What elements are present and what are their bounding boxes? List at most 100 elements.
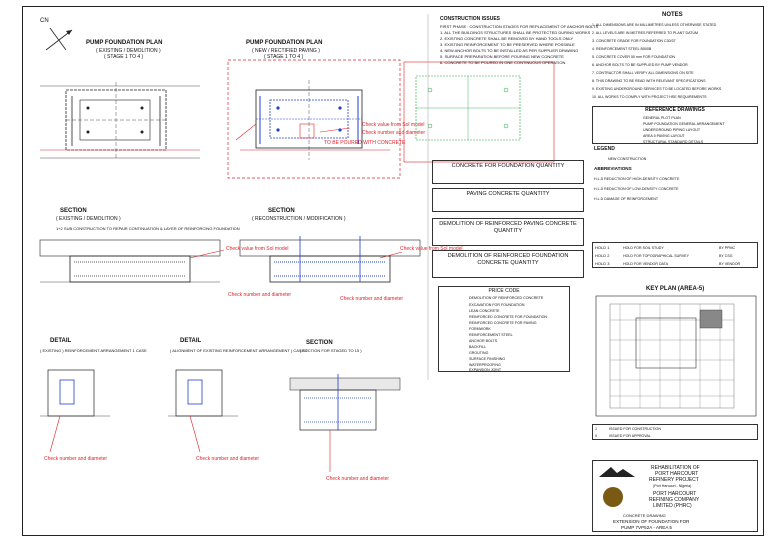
red-note-9: Check number and diameter	[196, 456, 260, 462]
left-section-drawing	[39, 239, 221, 283]
notes-line: 5. CONCRETE COVER 50 mm FOR FOUNDATION	[592, 55, 675, 59]
hold-ref: BY VENDOR	[719, 262, 741, 266]
price-code-row: ANCHOR BOLTS	[469, 339, 498, 343]
north-label: CN	[40, 18, 49, 24]
project-name-2: PORT HARCOURT	[655, 471, 699, 477]
construction-line: FIRST PHASE : CONSTRUCTION STAGES FOR RE…	[440, 24, 599, 29]
hold-ref: BY CSG	[719, 254, 733, 258]
quantity-title: PAVING CONCRETE QUANTITY	[466, 191, 550, 197]
project-location: (Port Harcourt - Nigeria)	[653, 484, 692, 488]
quantity-box-foundation: CONCRETE FOR FOUNDATION QUANTITY	[432, 160, 584, 184]
reference-row: AREA 5 PAVING LAYOUT	[643, 134, 685, 138]
detail-drawings	[40, 369, 401, 431]
reference-row: GENERAL PLOT PLAN	[643, 116, 681, 120]
notes-title: NOTES	[662, 12, 683, 18]
red-note-7: Check number and diameter	[340, 296, 404, 302]
price-code-table: PRICE CODE DEMOLITION OF REINFORCED CONC…	[438, 286, 570, 372]
red-note-2: Check number and diameter	[362, 130, 426, 136]
abbreviation-item: H.L.D REDUCTION OF LOW-DENSITY CONCRETE	[594, 187, 679, 191]
hold-text: HOLD FOR SOIL STUDY	[623, 246, 664, 250]
right-plan-title: PUMP FOUNDATION PLAN	[246, 40, 323, 46]
left-section-title: SECTION	[60, 208, 87, 214]
revision-description: ISSUED FOR APPROVAL	[609, 434, 651, 438]
notes-line: 3. CONCRETE GRADE FOR FOUNDATION C30/37	[592, 39, 676, 43]
quantity-box-paving: PAVING CONCRETE QUANTITY	[432, 188, 584, 212]
construction-line: 4. NEW ANCHOR BOLTS TO BE INSTALLED AS P…	[440, 48, 579, 53]
left-plan-drawing	[40, 82, 200, 160]
revision-number: 1	[595, 427, 597, 431]
drawing-title-1: EXTENSION OF FOUNDATION FOR	[613, 519, 690, 524]
revision-number: 0	[595, 434, 597, 438]
hold-text: HOLD FOR VENDOR DATA	[623, 262, 668, 266]
notes-line: 8. THIS DRAWING TO BE READ WITH RELEVANT…	[592, 79, 706, 83]
quantity-title: DEMOLITION OF REINFORCED FOUNDATION CONC…	[447, 253, 569, 266]
red-note-4: Check value from Sol model	[226, 246, 289, 252]
detail-3-title: SECTION	[306, 340, 333, 346]
left-plan-title: PUMP FOUNDATION PLAN	[86, 40, 163, 46]
notes-line: 7. CONTRACTOR SHALL VERIFY ALL DIMENSION…	[592, 71, 694, 75]
sheet-border	[22, 6, 764, 536]
right-plan-scale: ( STAGE 1 TO 4 )	[264, 54, 304, 60]
quantity-title: CONCRETE FOR FOUNDATION QUANTITY	[451, 163, 565, 169]
quantity-title: DEMOLITION OF REINFORCED PAVING CONCRETE…	[439, 221, 577, 234]
notes-line: 10. ALL WORKS TO COMPLY WITH PROJECT HSE…	[592, 95, 707, 99]
detail-2-title: DETAIL	[180, 338, 202, 344]
price-code-row: EXCAVATION FOR FOUNDATION	[469, 303, 525, 307]
notes-line: 2. ALL LEVELS ARE IN METRES REFERRED TO …	[592, 31, 699, 35]
abbreviation-item: H.L.D REDUCTION OF HIGH-DENSITY CONCRETE	[594, 177, 680, 181]
red-note-3: TO BE POURED WITH CONCRETE	[324, 140, 406, 146]
hold-text: HOLD FOR TOPOGRAPHICAL SURVEY	[623, 254, 689, 258]
reference-row: PUMP FOUNDATION GENERAL ARRANGEMENT	[643, 122, 725, 126]
left-plan-scale: ( STAGE 1 TO 4 )	[104, 54, 144, 60]
detail-3-note: ( SECTION FOR STAGED TO 15 )	[300, 348, 362, 353]
revision-description: ISSUED FOR CONSTRUCTION	[609, 427, 661, 431]
reference-row: STRUCTURAL STANDARD DETAILS	[643, 140, 704, 144]
legend-title: LEGEND	[594, 146, 615, 152]
red-note-5: Check number and diameter	[228, 292, 292, 298]
hold-code: HOLD 3	[595, 261, 610, 266]
reference-title: REFERENCE DRAWINGS	[645, 107, 705, 113]
legend-item: NEW CONSTRUCTION	[608, 157, 647, 161]
key-plan-drawing	[595, 295, 757, 417]
construction-line: 1. ALL THE BUILDINGS STRUCTURES SHALL BE…	[440, 30, 591, 35]
notes-line: 9. EXISTING UNDERGROUND SERVICES TO BE L…	[592, 87, 722, 91]
construction-line: 5. SURFACE PREPARATION BEFORE POURING NE…	[440, 54, 564, 59]
key-plan-title: KEY PLAN (AREA-5)	[646, 286, 705, 292]
price-code-row: GROUTING	[469, 351, 489, 355]
price-code-row: DEMOLITION OF REINFORCED CONCRETE	[469, 296, 544, 300]
construction-title: CONSTRUCTION ISSUES	[440, 16, 501, 22]
detail-1-title: DETAIL	[50, 338, 72, 344]
section-note: 1+2 SUB CONSTRUCTION TO REPAIR CONTINUAT…	[56, 226, 240, 231]
price-code-row: REINFORCED CONCRETE FOR PAVING	[469, 321, 537, 325]
price-code-row: BACKFILL	[469, 345, 486, 349]
hold-code: HOLD 2	[595, 253, 610, 258]
client-name-1: PORT HARCOURT	[653, 491, 697, 497]
price-code-row: FORMWORK	[469, 327, 491, 331]
price-code-title: PRICE CODE	[488, 288, 520, 294]
notes-line: 1. ALL DIMENSIONS ARE IN MILLIMETRES UNL…	[592, 23, 717, 27]
reference-drawings: REFERENCE DRAWINGS GENERAL PLOT PLAN PUM…	[592, 106, 758, 144]
red-note-10: Check number and diameter	[326, 476, 390, 482]
right-section-subtitle: ( RECONSTRUCTION / MODIFICATION )	[252, 216, 346, 222]
detail-2-note: ( ALIGNMENT OF EXISTING REINFORCEMENT AR…	[170, 348, 308, 353]
notes-line: 4. REINFORCEMENT STEEL B500B	[592, 47, 652, 51]
north-arrow-icon	[45, 27, 73, 51]
project-name-1: REHABILITATION OF	[651, 465, 700, 471]
drawing-title-2: PUMP 7VP52A - AREA 5	[621, 525, 672, 530]
project-name-3: REFINERY PROJECT	[649, 477, 699, 483]
right-plan-subtitle: ( NEW / RECTIFIED PAVING )	[252, 48, 320, 54]
price-code-row: EXPANSION JOINT	[469, 368, 502, 372]
right-plan-drawing	[227, 59, 401, 179]
red-note-6: Check value from Sol model	[400, 246, 463, 252]
hold-code: HOLD 1	[595, 245, 610, 250]
holds-table: HOLD 1 HOLD FOR SOIL STUDY BY PPMC HOLD …	[592, 242, 758, 268]
hold-ref: BY PPMC	[719, 246, 736, 250]
detail-1-note: ( EXISTING ) REINFORCEMENT ARRANGEMENT 1…	[40, 348, 147, 353]
price-code-row: REINFORCEMENT STEEL	[469, 333, 513, 337]
legend: LEGEND NEW CONSTRUCTION ABBREVIATIONS H.…	[594, 146, 754, 236]
quantity-box-demolition-foundation: DEMOLITION OF REINFORCED FOUNDATION CONC…	[432, 250, 584, 278]
notes-panel: NOTES 1. ALL DIMENSIONS ARE IN MILLIMETR…	[590, 12, 760, 104]
red-note-8: Check number and diameter	[44, 456, 108, 462]
reference-row: UNDERGROUND PIPING LAYOUT	[643, 128, 701, 132]
